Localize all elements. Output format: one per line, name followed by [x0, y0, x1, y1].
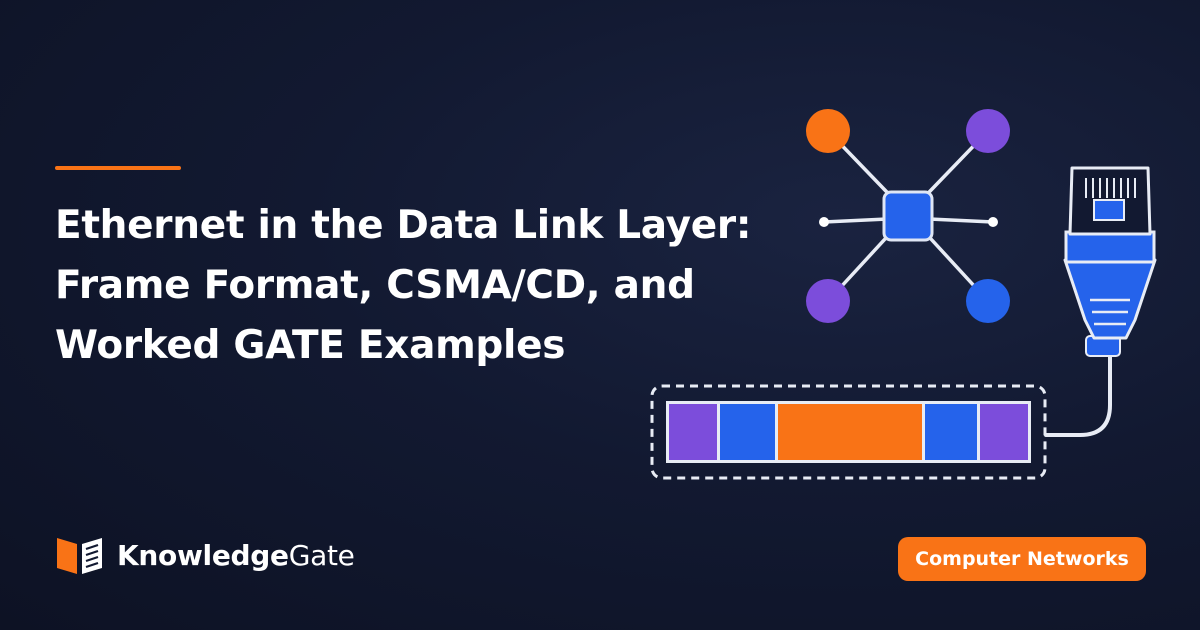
brand-name-bold: Knowledge — [117, 538, 289, 572]
brand-name-light: Gate — [288, 538, 355, 572]
cable — [1044, 350, 1112, 437]
ethernet-frame-icon — [650, 384, 1047, 480]
open-book-icon — [57, 538, 102, 574]
node-orange — [806, 109, 850, 153]
node-purple — [966, 109, 1010, 153]
star-topology-icon — [806, 109, 1010, 323]
brand-name: KnowledgeGate — [117, 539, 355, 572]
frame-field — [925, 404, 977, 460]
brand: KnowledgeGate — [55, 530, 355, 580]
accent-bar — [55, 166, 181, 170]
node-blue — [966, 279, 1010, 323]
node-purple — [806, 279, 850, 323]
frame-field — [720, 404, 775, 460]
category-badge: Computer Networks — [898, 537, 1146, 581]
endpoint-dot — [819, 217, 829, 227]
title-line-2: Frame Format, CSMA/CD, and — [55, 263, 695, 308]
switch-node — [882, 190, 934, 242]
ethernet-rj45-plug-icon — [1063, 166, 1157, 357]
page-title: Ethernet in the Data Link Layer: Frame F… — [55, 196, 755, 376]
frame-field — [778, 404, 922, 460]
frame-field — [980, 404, 1028, 460]
title-line-3: Worked GATE Examples — [55, 323, 566, 368]
frame-field — [669, 404, 717, 460]
endpoint-dot — [988, 217, 998, 227]
title-line-1: Ethernet in the Data Link Layer: — [55, 203, 752, 248]
